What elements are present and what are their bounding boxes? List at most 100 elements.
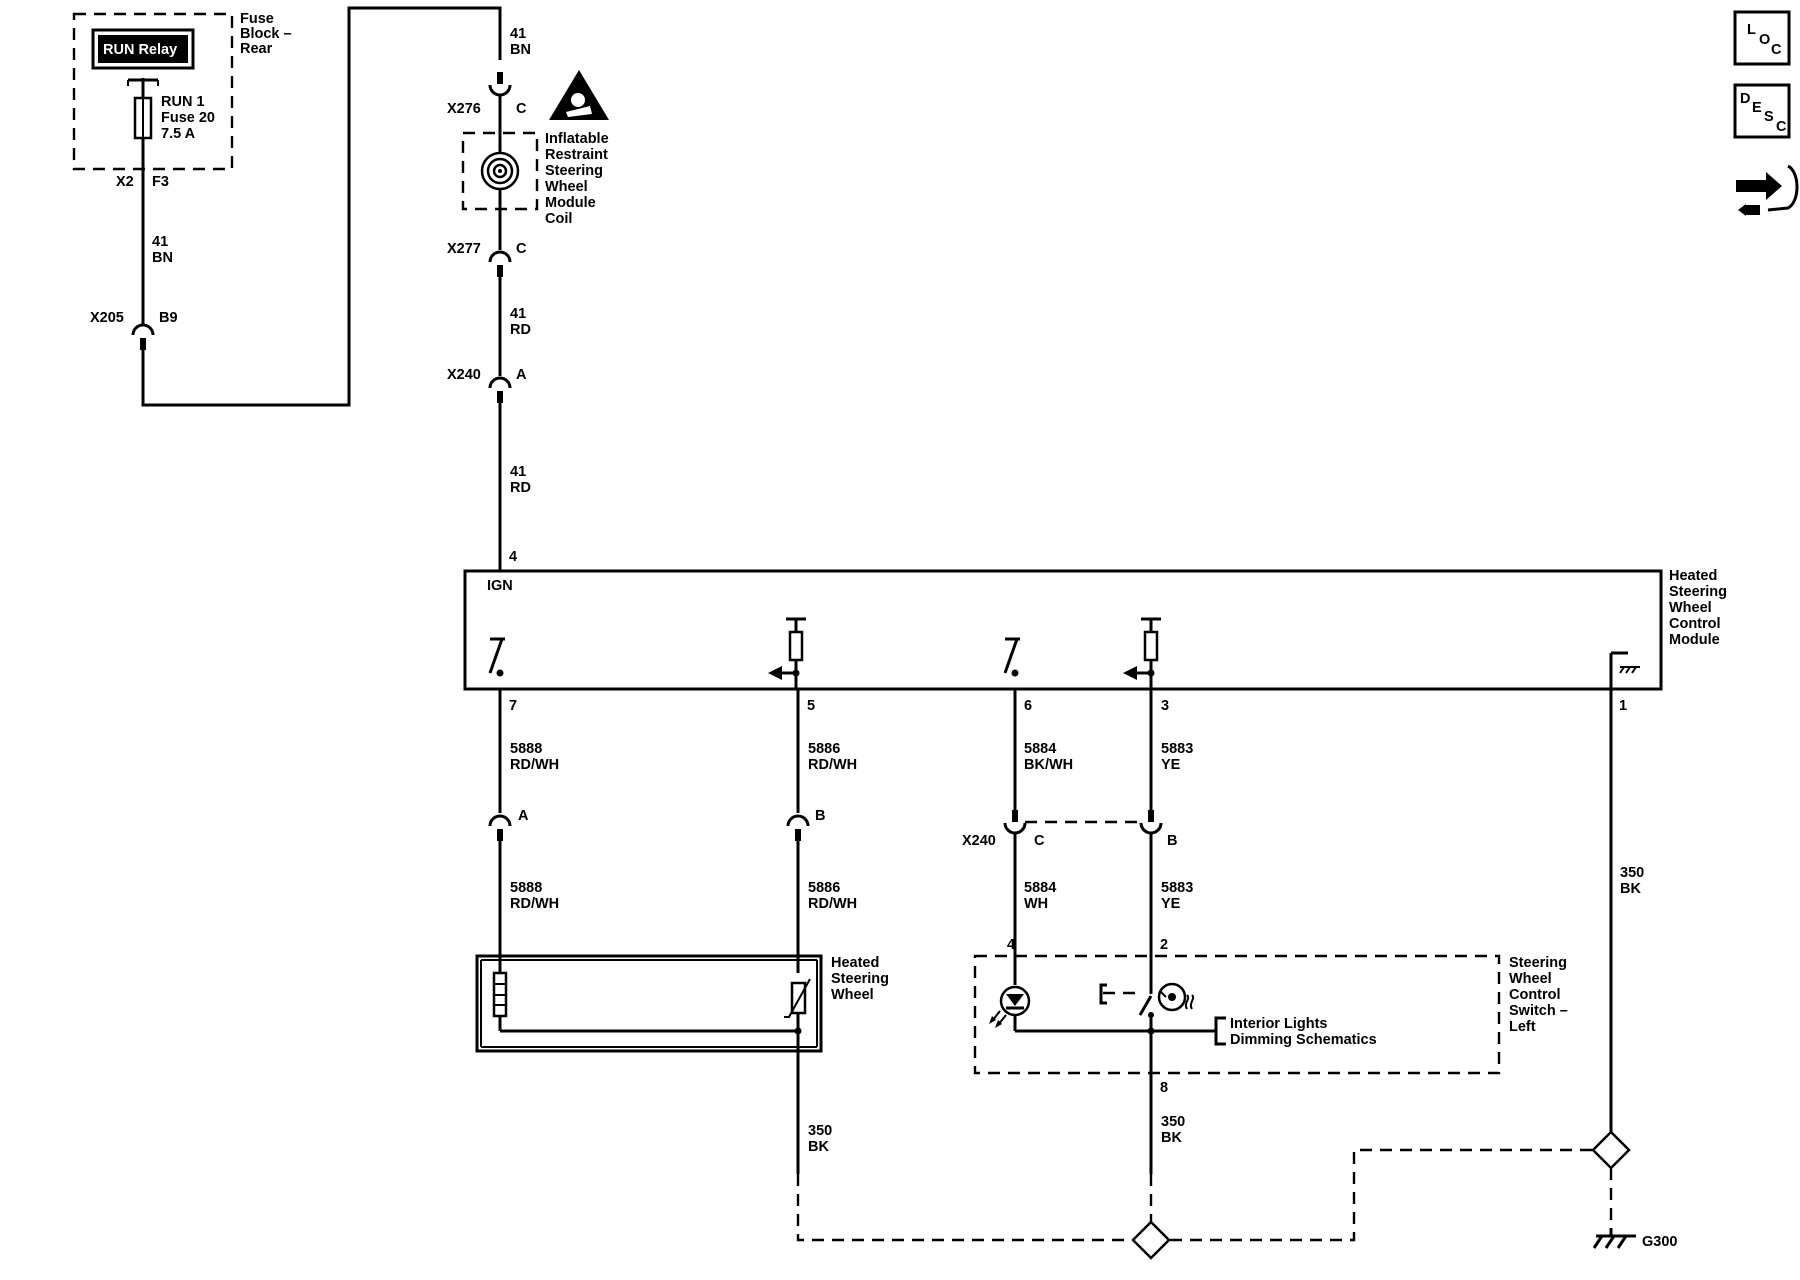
module-title: Heated bbox=[1669, 568, 1717, 584]
module-sense-pin5 bbox=[768, 617, 806, 689]
heated-steering-wheel-component[interactable] bbox=[475, 954, 823, 1053]
fuse-block-connector-label: X2 bbox=[116, 174, 134, 190]
wire-41-bn-jumper[interactable] bbox=[141, 6, 502, 407]
switch-title: Steering bbox=[1509, 955, 1567, 971]
switch-title: Left bbox=[1509, 1019, 1536, 1035]
wire-color-label: BN bbox=[510, 42, 531, 58]
connector-pin-label: B9 bbox=[159, 310, 178, 326]
wire-color-label: RD/WH bbox=[808, 896, 857, 912]
heated-steering-wheel-control-module[interactable] bbox=[463, 569, 1663, 691]
connector-x205[interactable] bbox=[131, 323, 155, 350]
module-switch-pin7 bbox=[488, 637, 505, 677]
heated-wheel-label: Steering bbox=[831, 971, 889, 987]
run-relay[interactable]: RUN Relay bbox=[91, 28, 195, 70]
connector-pin-label: B bbox=[1167, 833, 1177, 849]
wire-color-label: RD/WH bbox=[808, 757, 857, 773]
ground-splice-diamond bbox=[1131, 1220, 1171, 1260]
ground-splice-diamond bbox=[1591, 1130, 1631, 1170]
ground-splice-right bbox=[1170, 1148, 1594, 1242]
module-title: Control bbox=[1669, 616, 1721, 632]
chassis-ground-icon bbox=[1592, 1228, 1636, 1249]
run1-fuse[interactable] bbox=[127, 78, 159, 140]
wire-color-label: YE bbox=[1161, 757, 1181, 773]
interior-lights-reference-link[interactable]: Interior Lights bbox=[1230, 1016, 1327, 1032]
ground-splice-left bbox=[796, 1174, 1132, 1242]
wire-color-label: RD bbox=[510, 322, 531, 338]
clockspring-coil-icon[interactable] bbox=[480, 151, 520, 191]
switch-pin-label: 2 bbox=[1160, 937, 1168, 953]
wire-color-label: RD bbox=[510, 480, 531, 496]
module-pin-label: 6 bbox=[1024, 698, 1032, 714]
fuse-name-label: RUN 1 bbox=[161, 94, 205, 110]
desc-icon-letter: C bbox=[1776, 119, 1787, 135]
wire-circuit-label: 5884 bbox=[1024, 880, 1056, 896]
wire-circuit-label: 5886 bbox=[808, 741, 840, 757]
connector-name-label: X240 bbox=[447, 367, 481, 383]
loc-icon-letter: L bbox=[1747, 22, 1756, 38]
heated-wheel-label: Heated bbox=[831, 955, 879, 971]
connector-name-label: X205 bbox=[90, 310, 124, 326]
module-title: Module bbox=[1669, 632, 1720, 648]
module-sense-pin3 bbox=[1123, 617, 1161, 689]
wire-circuit-label: 41 bbox=[152, 234, 168, 250]
wire-color-label: BK bbox=[808, 1139, 829, 1155]
connector-name-label: X276 bbox=[447, 101, 481, 117]
fuse-number-label: Fuse 20 bbox=[161, 110, 215, 126]
coil-label: Wheel bbox=[545, 179, 588, 195]
connector-pin-label: C bbox=[516, 241, 527, 257]
fuse-block-outline bbox=[72, 12, 234, 171]
connector-pin-label: C bbox=[1034, 833, 1045, 849]
module-title: Steering bbox=[1669, 584, 1727, 600]
connector-x240-pin-c[interactable] bbox=[1003, 810, 1027, 835]
wire-color-label: RD/WH bbox=[510, 757, 559, 773]
run-relay-label: RUN Relay bbox=[103, 42, 177, 58]
ground-point-label: G300 bbox=[1642, 1234, 1677, 1250]
wire-circuit-label: 41 bbox=[510, 26, 526, 42]
switch-pin-label: 8 bbox=[1160, 1080, 1168, 1096]
desc-icon-letter: S bbox=[1764, 109, 1774, 125]
fuse-block-pin-label: F3 bbox=[152, 174, 169, 190]
diagnostic-tool-icon[interactable] bbox=[1736, 164, 1799, 216]
connector-x240-pin-a[interactable] bbox=[488, 814, 512, 841]
desc-icon-letter: D bbox=[1740, 91, 1750, 107]
connector-x276[interactable] bbox=[488, 72, 512, 97]
wire-circuit-label: 5888 bbox=[510, 880, 542, 896]
steering-wheel-control-switch-left[interactable] bbox=[973, 954, 1501, 1075]
connector-x277[interactable] bbox=[488, 250, 512, 277]
wire-color-label: BK/WH bbox=[1024, 757, 1073, 773]
connector-x240-pin-b-upper[interactable] bbox=[786, 814, 810, 841]
coil-label: Coil bbox=[545, 211, 572, 227]
wire-color-label: BK bbox=[1620, 881, 1641, 897]
heater-element-icon bbox=[492, 971, 508, 1018]
wire-color-label: YE bbox=[1161, 896, 1181, 912]
wire-circuit-label: 5883 bbox=[1161, 741, 1193, 757]
wire-color-label: BN bbox=[152, 250, 173, 266]
loc-icon[interactable]: L O C bbox=[1733, 10, 1791, 66]
connector-x240-pin-b[interactable] bbox=[1139, 810, 1163, 835]
coil-label: Module bbox=[545, 195, 596, 211]
module-pin-label: 1 bbox=[1619, 698, 1627, 714]
connector-pin-label: A bbox=[518, 808, 529, 824]
reference-bracket bbox=[1208, 1016, 1226, 1046]
interior-lights-reference-link[interactable]: Dimming Schematics bbox=[1230, 1032, 1377, 1048]
coil-label: Restraint bbox=[545, 147, 608, 163]
desc-icon[interactable]: D E S C bbox=[1733, 83, 1791, 139]
connector-pin-label: B bbox=[815, 808, 825, 824]
module-pin-label: 5 bbox=[807, 698, 815, 714]
fuse-block-label: Rear bbox=[240, 41, 273, 57]
module-ign-label: IGN bbox=[487, 578, 513, 594]
switch-pin-label: 4 bbox=[1007, 937, 1015, 953]
connector-x240-a[interactable] bbox=[488, 376, 512, 403]
wire-circuit-label: 350 bbox=[1161, 1114, 1185, 1130]
wire-circuit-label: 350 bbox=[808, 1123, 832, 1139]
switch-title: Control bbox=[1509, 987, 1561, 1003]
wire-color-label: RD/WH bbox=[510, 896, 559, 912]
module-ground-pin1 bbox=[1609, 651, 1640, 689]
wire-color-label: BK bbox=[1161, 1130, 1182, 1146]
fuse-rating-label: 7.5 A bbox=[161, 126, 196, 142]
connector-pin-label: C bbox=[516, 101, 527, 117]
module-pin-label: 7 bbox=[509, 698, 517, 714]
indicator-led-icon bbox=[989, 985, 1031, 1028]
switch-title: Switch – bbox=[1509, 1003, 1568, 1019]
